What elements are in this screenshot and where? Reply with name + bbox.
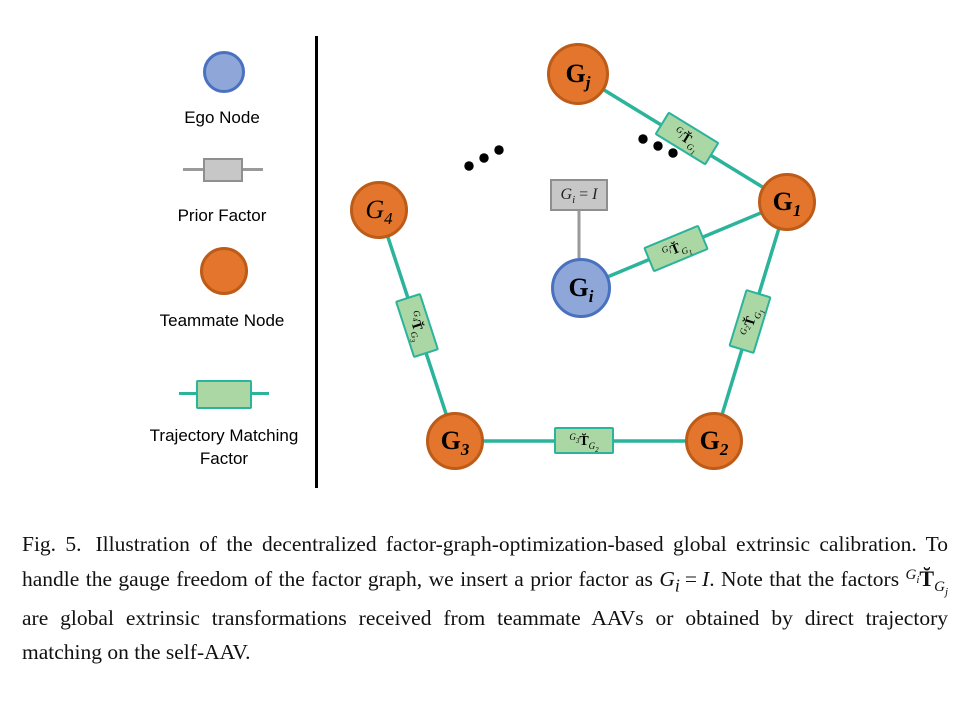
prior-identity: I [592,186,598,203]
figure-number-label: Fig. 5. [22,532,82,556]
node-label: G2 [699,426,729,460]
caption-text-3: are global extrinsic transformations rec… [22,606,948,664]
node-label: G4 [365,195,393,229]
caption-math-factor: GiT̆Gj [905,565,949,598]
node-g-4: G4 [350,181,408,239]
factor-label: G4T̆G3 [407,308,426,344]
legend-label-teammate-node: Teammate Node [159,311,285,330]
node-g-3: G3 [426,412,484,470]
prior-factor-icon [203,158,243,182]
prior-factor-label: Gi=I [560,186,598,207]
factor-label: G2T̆G1 [737,308,767,336]
teammate-node-icon [200,247,248,295]
caption-text-1: Illustration of the decentralized factor… [22,532,949,591]
node-label: G1 [772,187,802,221]
node-label: G3 [440,426,470,460]
node-g-j: Gj [547,43,609,105]
graph-edges-layer [377,72,789,443]
ellipsis-dots-left [464,145,504,171]
trajectory-matching-factor-icon [196,380,252,409]
prior-g-sub: i [572,194,576,207]
node-g-2: G2 [685,412,743,470]
prior-equals: = [579,186,589,203]
node-g-1: G1 [758,173,816,231]
legend-label-trajectory-matching-factor: Trajectory Matching Factor [149,426,299,468]
factor-label: G3T̆G2 [569,431,599,454]
factor-label: GiT̆G1 [659,240,694,258]
node-label: Gj [565,59,591,93]
legend-label-ego-node: Ego Node [184,108,260,127]
node-label: Gi [568,273,594,307]
prior-factor-node: Gi=I [550,179,608,211]
prior-g: G [560,186,573,203]
figure-caption: Fig. 5.Illustration of the decentralized… [22,528,948,669]
ellipsis-dots-right [638,134,678,158]
caption-text-2: . Note that the factors [709,566,906,591]
legend-divider [315,36,318,488]
caption-math-prior: Gi=I [659,566,710,595]
factor-box-g3-g2: G3T̆G2 [554,427,614,454]
legend-label-prior-factor: Prior Factor [177,206,267,225]
ego-node-icon [203,51,245,93]
node-g-i-ego: Gi [551,258,611,318]
